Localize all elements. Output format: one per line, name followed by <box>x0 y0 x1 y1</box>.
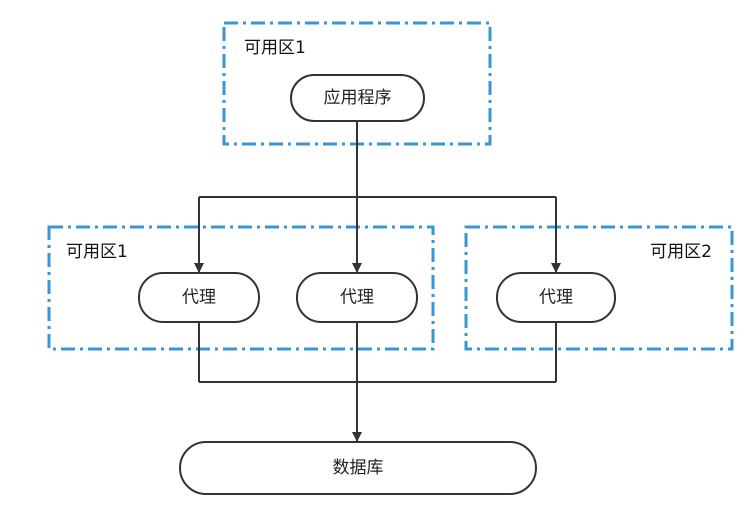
node-proxy-1: 代理 <box>138 272 260 323</box>
zone-left-label: 可用区1 <box>66 242 128 262</box>
node-database-box <box>179 441 537 495</box>
node-proxy-1-label: 代理 <box>182 288 216 308</box>
node-proxy-2-box <box>296 272 418 323</box>
zone-left-border <box>47 225 435 351</box>
node-app-label: 应用程序 <box>324 88 392 108</box>
node-proxy-1-box <box>138 272 260 323</box>
connectors-app-to-proxies <box>194 120 561 273</box>
node-database: 数据库 <box>179 441 537 495</box>
node-database-label: 数据库 <box>333 458 384 478</box>
zone-right-border <box>464 225 734 351</box>
node-proxy-2: 代理 <box>296 272 418 323</box>
zone-left: 可用区1 <box>47 225 435 351</box>
zone-right-label: 可用区2 <box>650 242 712 262</box>
node-app-box <box>290 74 425 122</box>
zone-top-label: 可用区1 <box>244 38 306 58</box>
node-proxy-2-label: 代理 <box>340 288 374 308</box>
node-proxy-3-label: 代理 <box>539 288 573 308</box>
zone-right: 可用区2 <box>464 225 734 351</box>
node-app: 应用程序 <box>290 74 425 122</box>
node-proxy-3-box <box>496 272 616 323</box>
connectors-proxies-to-database <box>198 322 557 442</box>
node-proxy-3: 代理 <box>496 272 616 323</box>
